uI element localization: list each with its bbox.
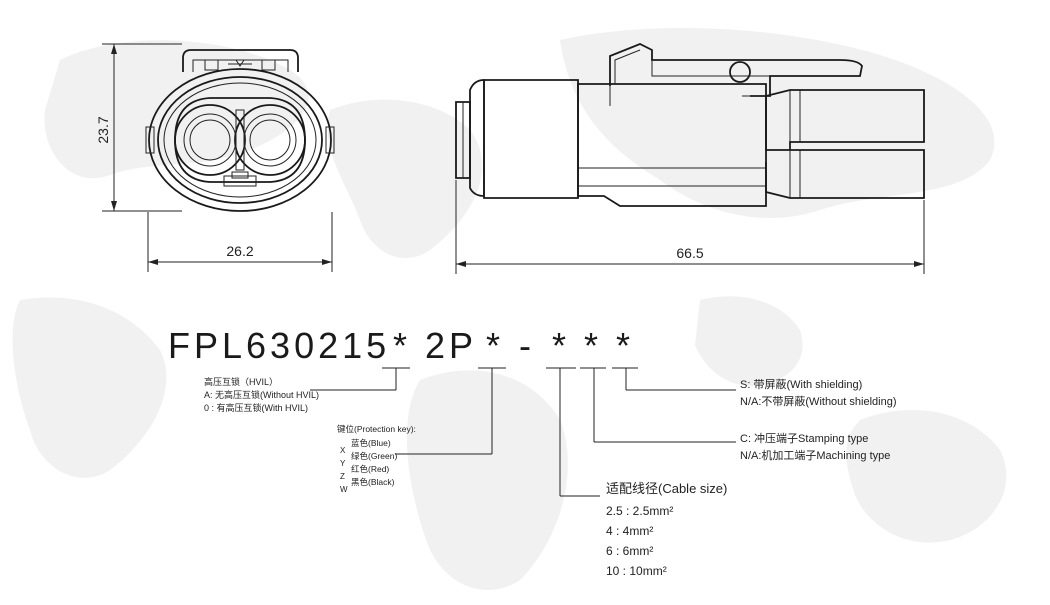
side-length-dimension: 66.5 [455,180,925,274]
shielding-with: S: 带屏蔽(With shielding) [740,378,862,391]
part-number-star-2: * [486,325,500,366]
part-number-prefix: FPL630215 [168,325,390,366]
front-width-label: 26.2 [226,243,253,259]
key-letter-w: W [340,485,348,494]
side-length-label: 66.5 [676,245,703,261]
terminal-machining: N/A:机加工端子Machining type [740,448,890,462]
cable-size-title: 适配线径(Cable size) [606,481,727,496]
cable-size-callout: 适配线径(Cable size) 2.5 : 2.5mm² 4 : 4mm² 6… [606,481,727,578]
part-number-star-4: * [584,325,598,366]
cable-size-10: 10 : 10mm² [606,564,667,578]
cable-size-4: 4 : 4mm² [606,524,653,538]
key-color-red: 红色(Red) [351,464,389,474]
height-label: 23.7 [95,116,111,143]
part-number-star-1: * [393,325,407,366]
hvil-callout: 高压互锁（HVIL） A: 无高压互锁(Without HVIL) 0 : 有高… [204,376,319,413]
height-dimension: 23.7 [95,43,182,212]
front-width-dimension: 26.2 [147,212,333,272]
world-map-watermark [12,28,1007,590]
part-number: FPL630215 * 2P * - * * * [168,325,630,366]
hvil-option-0: 0 : 有高压互锁(With HVIL) [204,402,308,413]
part-number-star-3: * [552,325,566,366]
callout-leaders [310,367,736,497]
hvil-title: 高压互锁（HVIL） [204,376,278,387]
protection-key-title: 键位(Protection key): [337,424,416,434]
key-letter-z: Z [340,472,345,481]
shielding-without: N/A:不带屏蔽(Without shielding) [740,395,897,408]
key-color-blue: 蓝色(Blue) [351,438,391,448]
terminal-stamping: C: 冲压端子Stamping type [740,431,868,445]
cable-size-2-5: 2.5 : 2.5mm² [606,504,673,518]
key-color-green: 绿色(Green) [351,451,397,461]
key-color-black: 黑色(Black) [351,477,395,487]
cable-size-6: 6 : 6mm² [606,544,653,558]
key-letter-x: X [340,446,346,455]
part-number-dash: - [519,325,531,366]
part-number-middle: 2P [425,325,477,366]
hvil-option-a: A: 无高压互锁(Without HVIL) [204,389,319,400]
side-view [455,43,925,207]
key-letter-y: Y [340,459,346,468]
terminal-callout: C: 冲压端子Stamping type N/A:机加工端子Machining … [740,431,890,462]
front-view [145,49,335,212]
shielding-callout: S: 带屏蔽(With shielding) N/A:不带屏蔽(Without … [740,378,897,408]
protection-key-callout: 键位(Protection key): X Y Z W 蓝色(Blue) 绿色(… [337,424,416,494]
part-number-star-5: * [616,325,630,366]
